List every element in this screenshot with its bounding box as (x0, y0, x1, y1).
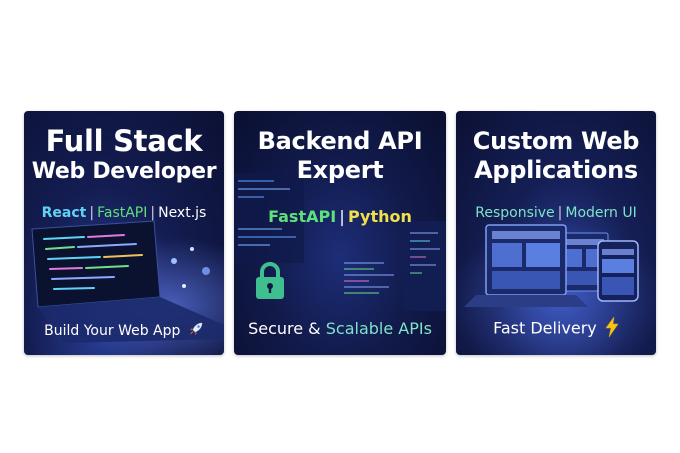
title-line-1: Full Stack (45, 124, 203, 158)
separator: | (150, 205, 156, 221)
tech-tags: FastAPI|Python (234, 207, 446, 226)
card-custom-apps: Custom Web Applications Responsive|Moder… (456, 111, 656, 355)
footer-text: Build Your Web App (44, 323, 181, 339)
card-title: Full Stack Web Developer (24, 127, 224, 183)
title-line-2: Applications (474, 156, 638, 184)
footer-text: Fast Delivery (493, 318, 597, 338)
lightning-icon (605, 316, 619, 341)
title-line-2: Web Developer (31, 159, 217, 184)
tag-responsive: Responsive (475, 205, 555, 221)
devices-illustration (456, 211, 656, 355)
footer-text: Secure & (248, 319, 321, 338)
card-title: Backend API Expert (234, 129, 446, 182)
tag-react: React (41, 205, 87, 221)
card-footer: Secure & Scalable APIs (234, 319, 446, 338)
tag-nextjs: Next.js (158, 205, 207, 221)
code-screens-illustration (234, 173, 446, 311)
separator: | (557, 205, 563, 221)
card-footer: Build Your Web App (24, 321, 224, 341)
feature-tags: Responsive|Modern UI (456, 205, 656, 221)
tag-fastapi: FastAPI (97, 205, 148, 221)
tag-python: Python (348, 207, 412, 226)
tag-modern-ui: Modern UI (565, 205, 637, 221)
separator: | (339, 207, 345, 226)
footer-highlight: Scalable APIs (325, 319, 432, 338)
rocket-icon (188, 321, 204, 341)
lock-icon (254, 261, 286, 305)
separator: | (89, 205, 95, 221)
tag-fastapi: FastAPI (268, 207, 337, 226)
title-line-1: Backend API (257, 127, 423, 155)
card-footer: Fast Delivery (456, 316, 656, 341)
tech-tags: React|FastAPI|Next.js (24, 205, 224, 221)
title-line-2: Expert (296, 156, 384, 184)
card-backend-api: Backend API Expert FastAPI|Python Secure… (234, 111, 446, 355)
card-title: Custom Web Applications (456, 129, 656, 182)
title-line-1: Custom Web (472, 127, 640, 155)
card-full-stack: Full Stack Web Developer React|FastAPI|N… (24, 111, 224, 355)
laptop-code-illustration (24, 220, 224, 355)
